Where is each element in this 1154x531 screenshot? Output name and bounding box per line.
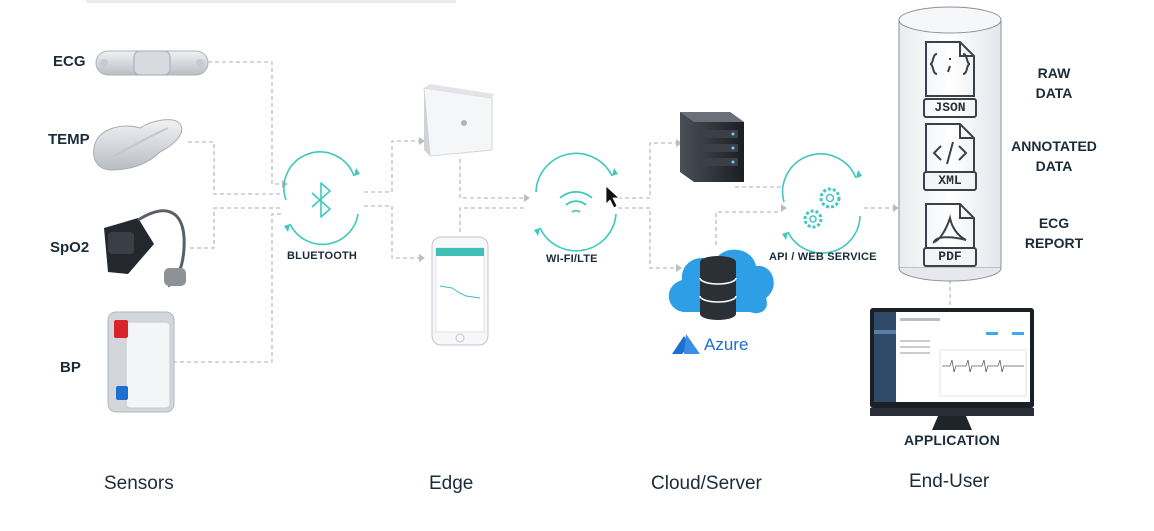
stage-label-end-user: End-User [909,471,990,492]
connector-wifi-server [618,142,676,199]
application-label: APPLICATION [904,432,1001,448]
stage-label-edge: Edge [429,473,474,494]
connector-ecg [208,61,282,185]
connector-bp [173,213,282,363]
wifi-lte-label: WI-FI/LTE [546,253,598,265]
cloud-database-icon [668,249,774,320]
connector-gateway-wifi [459,159,524,199]
pdf-file-icon [923,203,977,267]
server-rack-icon [680,112,744,182]
connector-bt-phone [364,205,419,259]
temperature-patch-icon [93,119,183,171]
ecg-report-line1: ECG [1038,215,1070,231]
xml-tag: XML [938,173,962,188]
ecg-patch-icon [95,50,209,76]
json-tag: JSON [934,100,966,115]
stage-label-sensors: Sensors [104,473,174,494]
api-hub-icon [781,153,862,254]
connector-phone-wifi [459,207,524,232]
connectors [173,61,951,363]
ecg-report-line2: REPORT [1024,235,1084,251]
annotated-data-line2: DATA [1035,158,1073,174]
connector-wifi-cloud [618,207,676,269]
azure-label: Azure [704,335,749,354]
wifi-hub-icon [534,152,618,252]
connector-temp [188,141,282,195]
arrowhead [524,194,530,202]
bluetooth-label: BLUETOOTH [287,250,358,262]
annotated-data-label: ANNOTATED DATA [1002,136,1106,176]
azure-logo-icon [672,334,700,354]
blood-pressure-cuff-icon [107,311,175,413]
arrowhead [781,204,787,212]
pulse-oximeter-icon [104,209,186,288]
arrowheads [282,137,899,272]
arrowhead [419,137,425,145]
sensor-label-spo2: SpO2 [50,239,90,256]
xml-file-icon [923,123,977,191]
mouse-cursor-icon [605,185,621,209]
top-band [86,0,456,3]
smartphone-icon [431,236,489,346]
raw-data-line2: DATA [1035,85,1073,101]
json-file-icon [923,41,977,118]
gateway-device-icon [423,84,494,157]
bluetooth-hub-icon [283,151,360,246]
database-cylinder [898,6,1002,282]
arrowhead [419,254,425,262]
arrowhead [676,139,682,147]
arrowhead [676,264,682,272]
raw-data-label: RAW DATA [1002,63,1106,103]
sensor-label-temp: TEMP [48,131,90,148]
application-monitor-icon [870,308,1034,430]
connector-cloud-api [715,211,781,245]
sensor-label-bp: BP [60,359,81,376]
pdf-tag: PDF [938,249,962,264]
connector-bt-gateway [364,140,419,193]
stage-label-cloud-server: Cloud/Server [651,473,762,494]
arrowhead [893,204,899,212]
connector-spo2 [190,207,282,249]
ecg-report-label: ECG REPORT [1002,213,1106,253]
api-web-service-label: API / WEB SERVICE [769,251,877,263]
raw-data-line1: RAW [1037,65,1071,81]
sensor-label-ecg: ECG [53,53,86,70]
annotated-data-line1: ANNOTATED [1011,138,1097,154]
